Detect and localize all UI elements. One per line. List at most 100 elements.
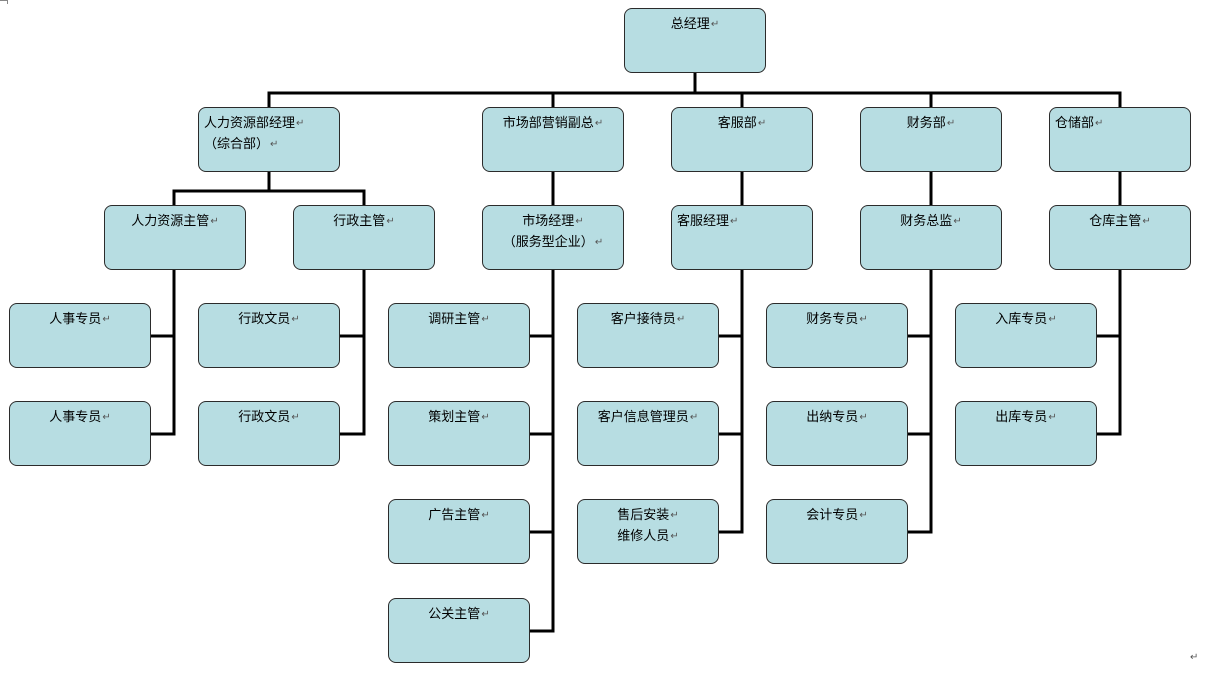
node-label-line: 仓储部↵ [1055,113,1187,134]
node-admin-clerk: 行政文员↵ [198,401,340,466]
node-label-line: 售后安装↵ [581,505,715,526]
node-label: 客服经理 [677,214,730,229]
node-inbound-specialist: 入库专员↵ [955,303,1097,368]
node-label: 行政主管 [333,214,386,229]
node-warehouse-dept: 仓储部↵ [1049,107,1191,172]
node-label-line: 入库专员↵ [959,309,1093,330]
paragraph-mark: ↵ [953,216,962,227]
paragraph-mark: ↵ [670,531,679,542]
paragraph-mark: ↵ [689,412,699,423]
node-label: 调研主管 [428,312,481,327]
node-label-line: 人力资源主管↵ [108,211,242,232]
paragraph-mark: ↵ [102,412,111,423]
node-label: （服务型企业） [502,235,594,250]
node-label-line: 广告主管↵ [392,505,526,526]
node-label: 客户信息管理员 [597,410,689,425]
node-finance-specialist: 财务专员↵ [766,303,908,368]
node-finance-dept: 财务部↵ [860,107,1002,172]
paragraph-mark: ↵ [481,609,490,620]
node-customer-service-dept: 客服部↵ [671,107,813,172]
node-label: 人力资源部经理 [204,116,296,131]
node-general-manager: 总经理↵ [624,8,766,73]
node-label: 会计专员 [806,508,859,523]
node-marketing-vp: 市场部营销副总↵ [482,107,624,172]
node-label-line: 行政主管↵ [297,211,431,232]
paragraph-mark: ↵ [291,412,300,423]
node-hr-department-manager: 人力资源部经理↵ （综合部）↵ [198,107,340,172]
node-label-line: 财务专员↵ [770,309,904,330]
paragraph-mark: ↵ [291,314,300,325]
node-hr-supervisor: 人力资源主管↵ [104,205,246,270]
node-label-line: 人事专员↵ [13,407,147,428]
node-label-line: 客服部↵ [675,113,809,134]
node-label: 维修人员 [617,529,670,544]
node-cashier: 出纳专员↵ [766,401,908,466]
paragraph-mark: ↵ [594,118,604,129]
paragraph-mark: ↵ [210,216,219,227]
node-label: 广告主管 [428,508,481,523]
paragraph-mark: ↵ [859,412,868,423]
node-label-line: 出库专员↵ [959,407,1093,428]
paragraph-mark: ↵ [1048,412,1057,423]
node-label-line: 总经理↵ [628,14,762,35]
paragraph-mark: ↵ [1048,314,1057,325]
node-label: 市场经理 [522,214,575,229]
document-end-paragraph-mark: ↵ [1190,652,1199,663]
paragraph-mark: ↵ [730,216,739,227]
paragraph-mark: ↵ [710,19,720,30]
node-label-line: 会计专员↵ [770,505,904,526]
node-label-line: 客服经理↵ [677,211,809,232]
paragraph-mark: ↵ [1142,216,1151,227]
node-label-line: 调研主管↵ [392,309,526,330]
node-label-line: 维修人员↵ [581,526,715,547]
paragraph-mark: ↵ [676,314,686,325]
node-label: 行政文员 [238,312,291,327]
node-customer-info-admin: 客户信息管理员↵ [577,401,719,466]
node-pr-supervisor: 公关主管↵ [388,598,530,663]
node-warehouse-supervisor: 仓库主管↵ [1049,205,1191,270]
node-label: 公关主管 [428,607,481,622]
paragraph-mark: ↵ [670,510,679,521]
node-label: 人事专员 [49,410,102,425]
paragraph-mark: ↵ [859,510,868,521]
node-label-line: 财务部↵ [864,113,998,134]
paragraph-mark: ↵ [859,314,868,325]
node-admin-supervisor: 行政主管↵ [293,205,435,270]
node-outbound-specialist: 出库专员↵ [955,401,1097,466]
paragraph-mark: ↵ [296,118,305,129]
node-label: 人事专员 [49,312,102,327]
node-label: 出库专员 [995,410,1048,425]
node-admin-clerk: 行政文员↵ [198,303,340,368]
node-label-line: 人事专员↵ [13,309,147,330]
node-label: 市场部营销副总 [502,116,594,131]
node-label: 售后安装 [617,508,670,523]
paragraph-mark: ↵ [102,314,111,325]
node-label: 财务部 [906,116,946,131]
paragraph-mark: ↵ [481,412,490,423]
node-accountant: 会计专员↵ [766,499,908,564]
node-label-line: 市场经理↵ [486,211,620,232]
paragraph-mark: ↵ [270,139,279,150]
node-advertising-supervisor: 广告主管↵ [388,499,530,564]
node-after-sales-staff: 售后安装↵ 维修人员↵ [577,499,719,564]
node-marketing-manager: 市场经理↵ （服务型企业）↵ [482,205,624,270]
node-hr-specialist: 人事专员↵ [9,303,151,368]
node-customer-service-manager: 客服经理↵ [671,205,813,270]
node-label-line: 策划主管↵ [392,407,526,428]
node-planning-supervisor: 策划主管↵ [388,401,530,466]
node-label: 财务专员 [806,312,859,327]
node-label: 客户接待员 [610,312,676,327]
node-label: （综合部） [204,137,270,152]
node-label-line: 仓库主管↵ [1053,211,1187,232]
node-label: 仓库主管 [1089,214,1142,229]
paragraph-mark: ↵ [757,118,767,129]
node-label: 行政文员 [238,410,291,425]
paragraph-mark: ↵ [1095,118,1104,129]
paragraph-mark: ↵ [481,314,490,325]
node-label-line: 行政文员↵ [202,407,336,428]
node-label-line: 市场部营销副总↵ [486,113,620,134]
node-label-line: 客户信息管理员↵ [581,407,715,428]
paragraph-mark: ↵ [386,216,395,227]
node-label: 仓储部 [1055,116,1095,131]
node-label-line: 客户接待员↵ [581,309,715,330]
